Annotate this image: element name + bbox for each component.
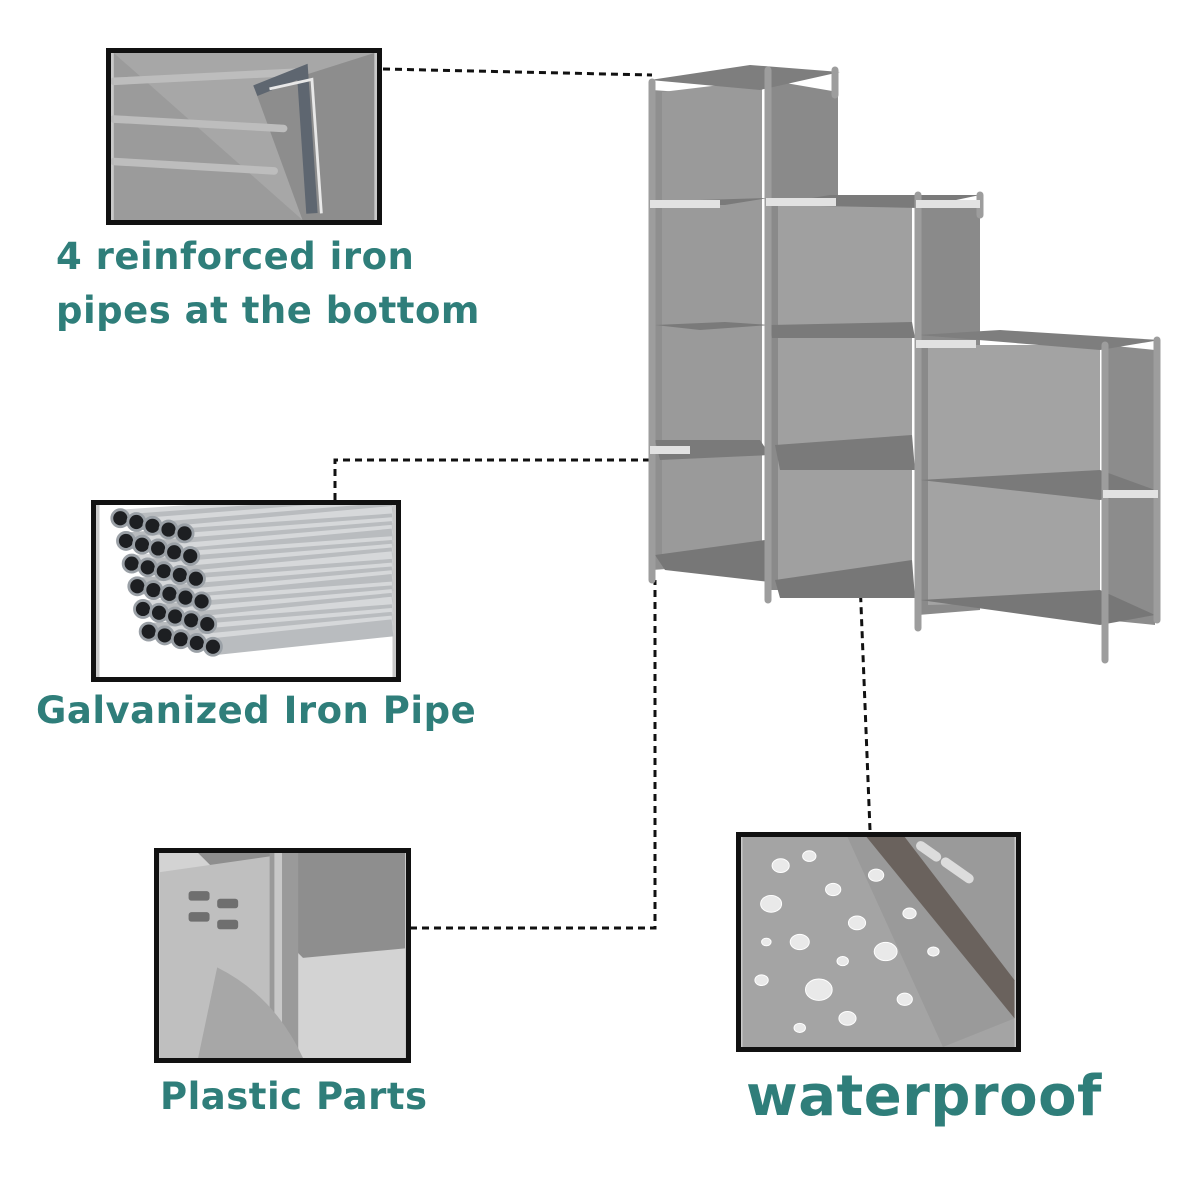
leader-line-waterproof bbox=[858, 579, 872, 831]
connectors bbox=[650, 198, 1158, 498]
water-droplet bbox=[825, 882, 842, 897]
water-droplet bbox=[902, 907, 917, 920]
water-droplet bbox=[868, 868, 885, 882]
water-droplet bbox=[873, 941, 898, 962]
pipe-end bbox=[197, 614, 218, 634]
pipe-end bbox=[174, 523, 195, 544]
pipe-end bbox=[116, 530, 136, 551]
pipe-end bbox=[149, 602, 169, 623]
pipe-end bbox=[142, 515, 163, 536]
water-droplet bbox=[793, 1022, 806, 1033]
plastic-foot-icon bbox=[159, 853, 406, 1058]
pipe-end bbox=[180, 546, 201, 566]
pipe-end bbox=[121, 553, 142, 574]
inset-waterproof bbox=[736, 832, 1021, 1052]
shelf-col3-top bbox=[918, 330, 1160, 350]
caption-iron-pipes: 4 reinforced iron pipes at the bottom bbox=[56, 230, 480, 338]
water-droplet bbox=[761, 937, 772, 947]
shelf-col1-4 bbox=[655, 540, 770, 582]
pipe-end bbox=[158, 519, 179, 540]
water-droplet bbox=[927, 946, 940, 957]
caption-waterproof: waterproof bbox=[746, 1064, 1102, 1130]
caption-line: waterproof bbox=[746, 1064, 1102, 1129]
water-droplet bbox=[896, 992, 913, 1006]
pipe-body bbox=[212, 619, 394, 656]
pipe-end bbox=[202, 636, 223, 657]
water-droplets-icon bbox=[742, 837, 1015, 1047]
shelf-col2-3 bbox=[775, 435, 915, 470]
back-panel-col1 bbox=[662, 80, 762, 565]
pipe-end bbox=[191, 591, 212, 612]
caption-plastic: Plastic Parts bbox=[160, 1074, 428, 1120]
shelf-unit bbox=[648, 65, 1161, 664]
shelf-col3-3 bbox=[920, 590, 1155, 625]
shelf-col2-2 bbox=[770, 322, 915, 338]
pipe-end bbox=[132, 534, 152, 555]
caption-line: Plastic Parts bbox=[160, 1075, 428, 1118]
pipe-end bbox=[110, 508, 131, 529]
shelf-col3-2 bbox=[920, 470, 1155, 500]
pipe-end bbox=[170, 629, 191, 650]
shelf-top bbox=[650, 65, 840, 90]
pipe-bundle-icon bbox=[99, 505, 394, 677]
back-panel-col2 bbox=[778, 200, 912, 585]
caption-line: 4 reinforced iron bbox=[56, 235, 415, 278]
shelf-col2-4 bbox=[775, 560, 915, 598]
water-droplet bbox=[760, 894, 783, 913]
pipe-end bbox=[137, 557, 158, 578]
vertical-pipes bbox=[648, 66, 1161, 664]
pipe-end bbox=[186, 633, 207, 653]
pipe-end bbox=[169, 565, 190, 585]
pipe-end bbox=[185, 568, 206, 589]
pipe-end bbox=[154, 625, 175, 646]
water-droplet bbox=[847, 915, 867, 931]
caption-galvanized: Galvanized Iron Pipe bbox=[36, 688, 476, 734]
caption-line: Galvanized Iron Pipe bbox=[36, 689, 477, 732]
pipe-end bbox=[175, 587, 196, 608]
water-droplet bbox=[805, 978, 833, 1001]
water-droplet bbox=[754, 974, 769, 987]
pipe-end bbox=[127, 576, 148, 597]
leader-line-iron-pipes bbox=[382, 67, 653, 77]
water-droplet bbox=[802, 850, 817, 862]
inset-iron-pipes bbox=[106, 48, 382, 225]
leader-line-galvanized bbox=[333, 458, 652, 500]
pipe-end bbox=[143, 580, 164, 600]
leader-line-plastic bbox=[410, 580, 657, 930]
pipe-end bbox=[133, 599, 153, 619]
inset-plastic bbox=[154, 848, 411, 1063]
pipe-end bbox=[138, 621, 159, 642]
pipe-end bbox=[181, 610, 202, 631]
water-droplet bbox=[771, 858, 790, 873]
water-droplet bbox=[838, 1011, 857, 1026]
pipe-end bbox=[148, 538, 169, 559]
caption-line: pipes at the bottom bbox=[56, 289, 480, 332]
shelf-col1-2 bbox=[655, 322, 770, 330]
pipe-end bbox=[159, 583, 180, 604]
pipe-end bbox=[164, 542, 185, 563]
pipe-end bbox=[165, 606, 186, 627]
pipe-end bbox=[126, 512, 147, 532]
water-droplet bbox=[789, 933, 810, 951]
pipe-end bbox=[153, 561, 174, 582]
shelf-col1-3 bbox=[655, 440, 770, 460]
water-droplet bbox=[836, 956, 849, 967]
fabric-panel-with-pipes-icon bbox=[111, 53, 375, 220]
inset-galvanized bbox=[91, 500, 401, 682]
